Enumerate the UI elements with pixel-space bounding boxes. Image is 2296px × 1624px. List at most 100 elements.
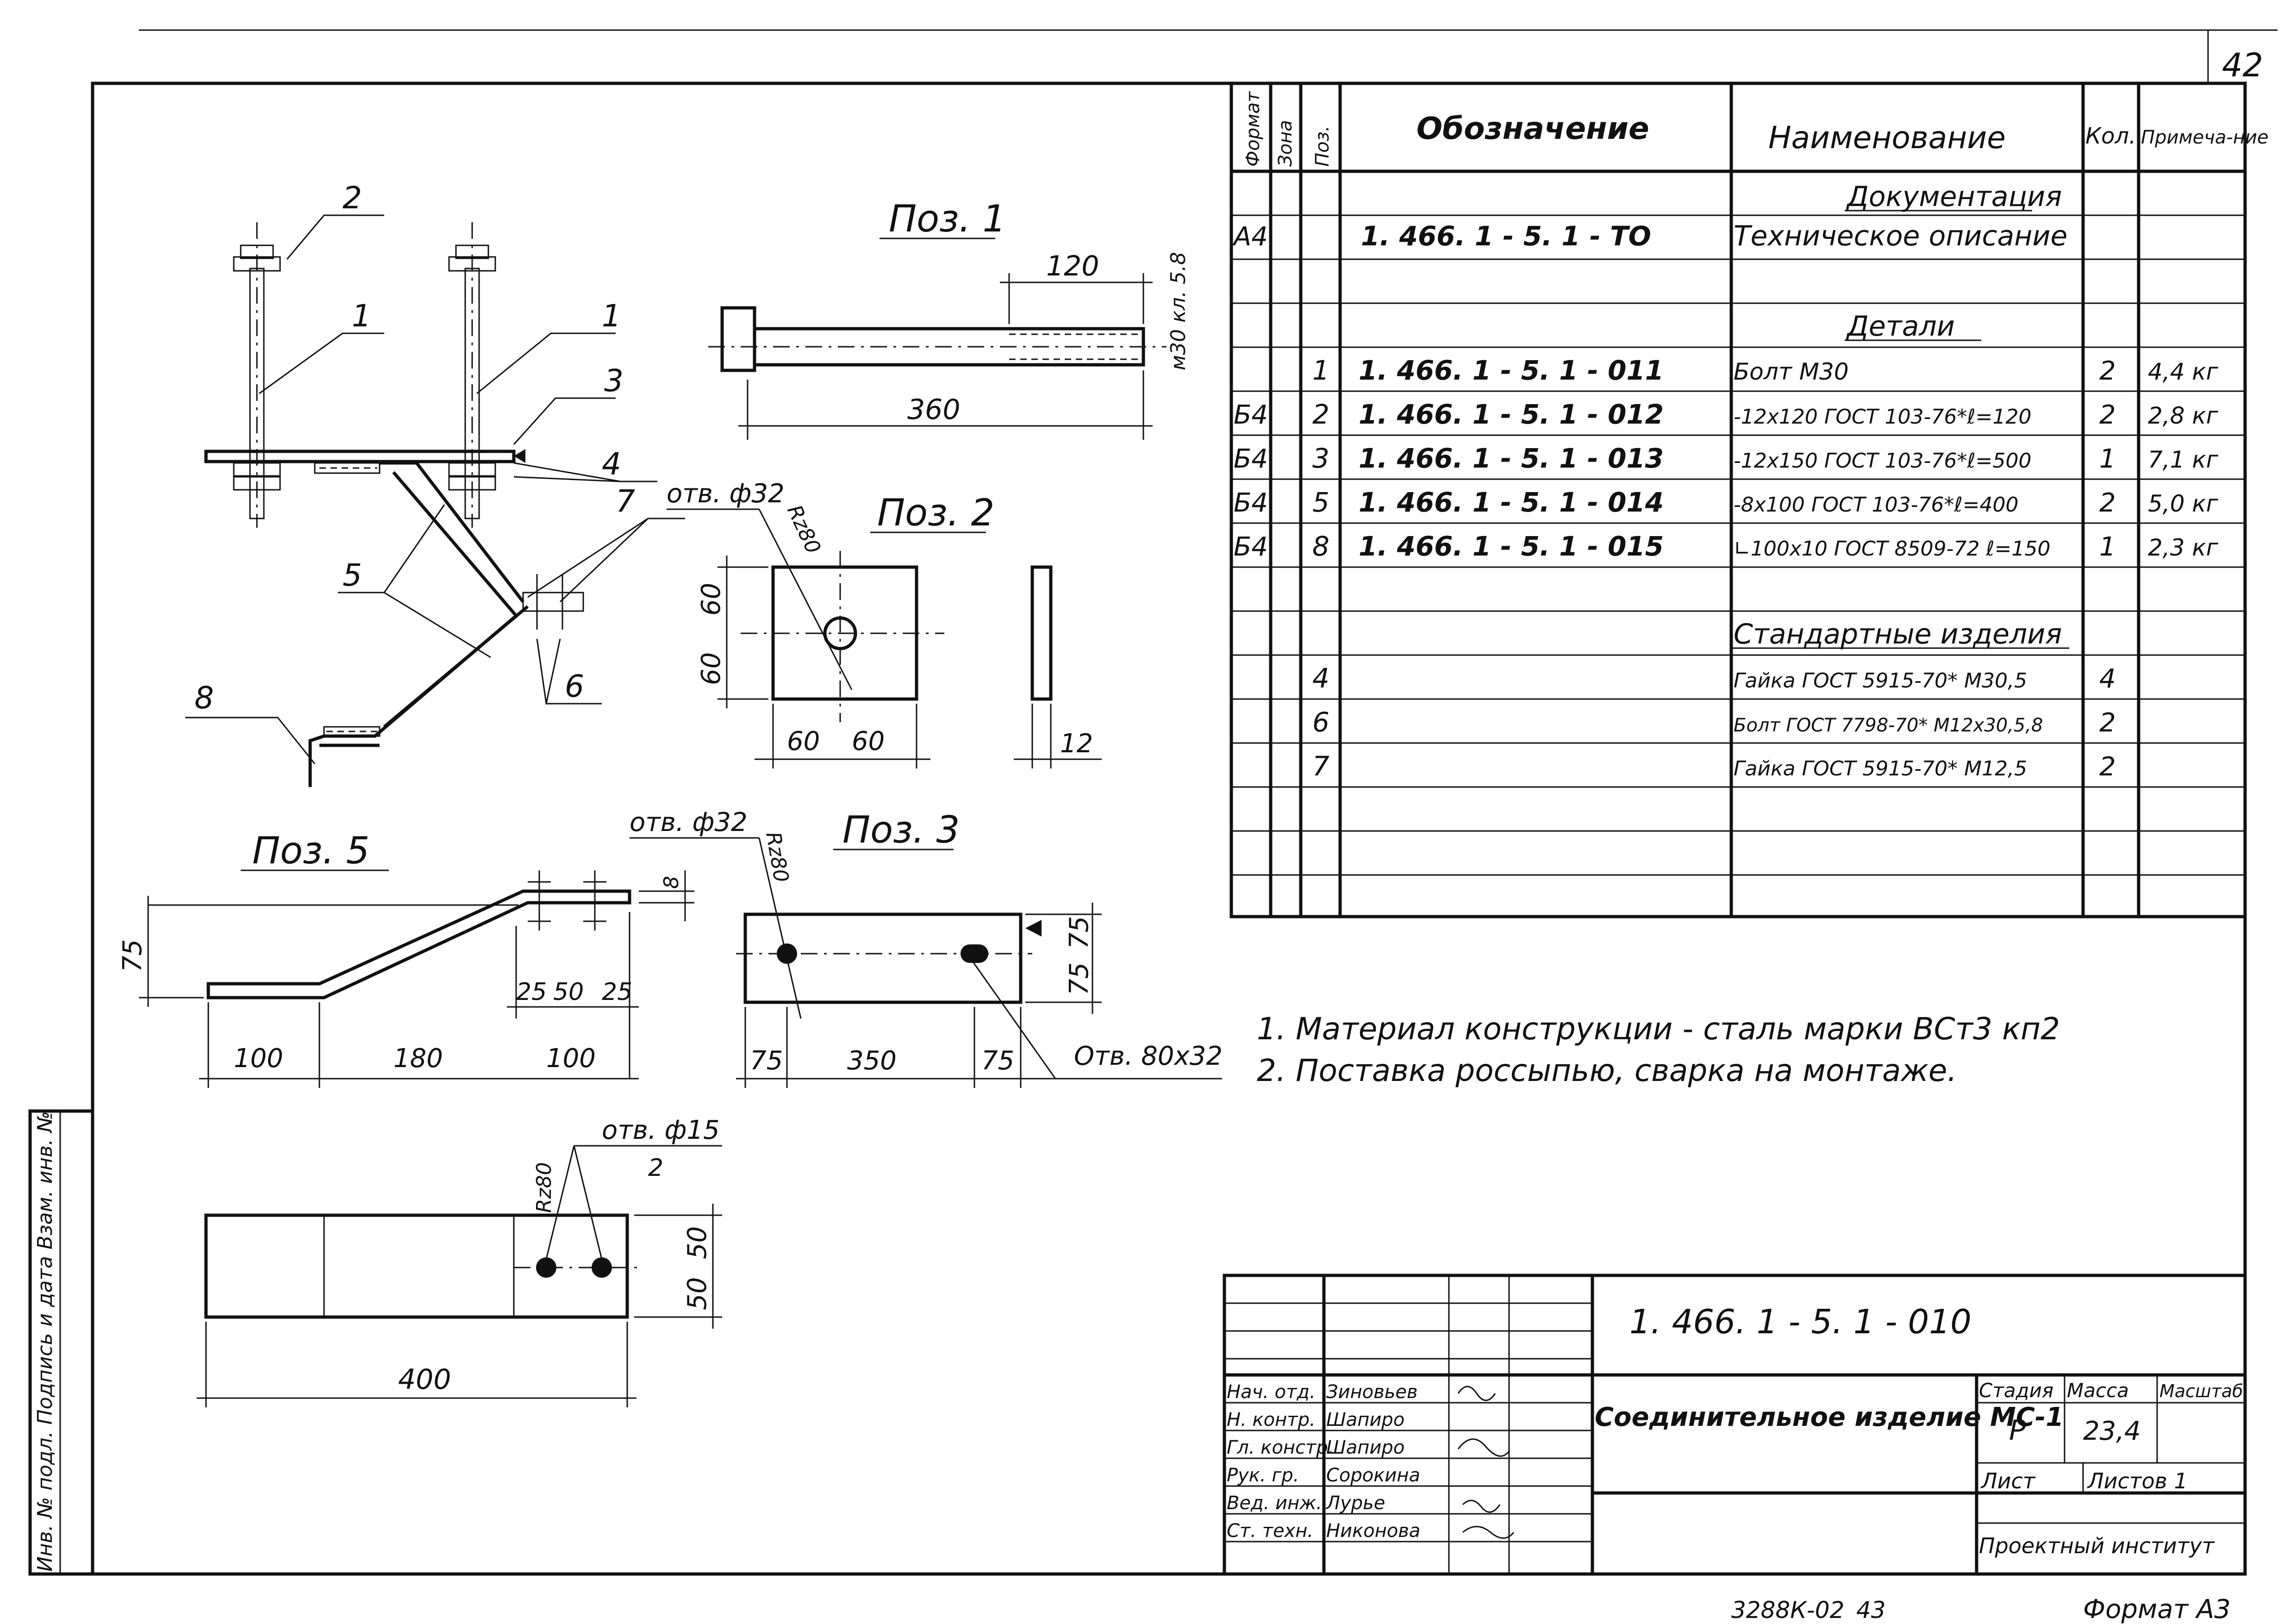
part-2-designation: 1. 466. 1 - 5. 1 - 012 [1359,399,1664,430]
role-5-name: Лурье [1325,1493,1385,1514]
bottom-copy-code: 3288К-02 [1731,1597,1844,1624]
sheet-number: 42 [2222,46,2263,84]
std-1-name: Гайка ГОСТ 5915-70* М30,5 [1734,669,2027,693]
doc-format: А4 [1232,222,1268,252]
callout-5: 5 [343,557,362,593]
part-4-note: 5,0 кг [2148,490,2219,517]
spec-row-lines [1231,214,2245,876]
poz3-title: Поз. 3 [842,808,960,851]
poz3-view: Поз. 3 отв. ф32 Rz80 75 75 75 350 75 Отв… [630,807,1223,1088]
tb-scale-label: Масштаб [2159,1381,2243,1401]
role-5: Вед. инж. [1227,1493,1322,1514]
bottom-copy-num: 43 [1856,1597,1886,1624]
bottom-format: Формат А3 [2083,1594,2231,1624]
part-5-note: 2,3 кг [2148,534,2219,561]
tb-mass-label: Масса [2067,1379,2129,1402]
hdr-name: Наименование [1768,120,2006,156]
tb-mass: 23,4 [2083,1416,2141,1446]
part-2-name: -12х120 ГОСТ 103-76*ℓ=120 [1734,405,2031,429]
poz1-dim-thread: 120 [1046,250,1099,282]
part-1-pos: 1 [1312,355,1329,386]
role-6-name: Никонова [1326,1520,1420,1542]
role-4: Рук. гр. [1227,1465,1299,1486]
doc-designation: 1. 466. 1 - 5. 1 - ТО [1361,220,1651,252]
poz5-dim-w2: 180 [393,1043,443,1074]
tb-code: 1. 466. 1 - 5. 1 - 010 [1629,1302,1972,1341]
part-3-name: -12х150 ГОСТ 103-76*ℓ=500 [1734,449,2031,473]
note-2: 2. Поставка россыпью, сварка на монтаже. [1257,1053,1957,1088]
role-1: Нач. отд. [1227,1381,1316,1403]
poz2-hole: отв. ф32 [667,479,785,509]
poz5-dim-t: 8 [660,876,683,889]
part-1-note: 4,4 кг [2148,358,2219,385]
callout-1-right: 1 [602,298,621,334]
poz3-slot: Отв. 80х32 [1074,1041,1223,1071]
part-5-pos: 8 [1312,531,1329,562]
poz3-dim-w2: 350 [847,1046,897,1076]
part-3-designation: 1. 466. 1 - 5. 1 - 013 [1359,443,1664,474]
part-2-pos: 2 [1312,399,1329,430]
std-2-name: Болт ГОСТ 7798-70* М12х30,5,8 [1734,715,2043,736]
poz3-rough: Rz80 [761,830,793,884]
poz5-dim-w1: 100 [234,1043,283,1074]
std-2-pos: 6 [1312,706,1329,738]
poz8-rough: Rz80 [532,1162,556,1213]
part-5-qty: 1 [2099,532,2116,562]
poz8-hole: отв. ф15 [602,1115,720,1145]
poz8-dim-h1: 50 [682,1226,712,1259]
hdr-pos: Поз. [1312,125,1333,167]
poz3-dim-h1: 75 [1064,916,1094,949]
part-3-pos: 3 [1312,443,1329,474]
poz8-dim-w: 400 [398,1363,451,1396]
poz2-dim-w1: 60 [787,726,820,756]
std-3-qty: 2 [2099,752,2116,782]
role-3-name: Шапиро [1326,1437,1404,1458]
poz5-dim-a: 25 [516,978,547,1006]
note-1: 1. Материал конструкции - сталь марки ВС… [1257,1011,2060,1047]
poz5-dim-w3: 100 [546,1043,596,1074]
poz2-dim-t: 12 [1060,729,1093,759]
title-block: 1. 466. 1 - 5. 1 - 010 Соединительное из… [1223,1274,2247,1576]
part-3-qty: 1 [2099,444,2116,474]
part-4-pos: 5 [1312,487,1329,518]
callout-1-left: 1 [352,298,371,334]
tb-sheets-label: Листов 1 [2087,1468,2188,1493]
tb-sheet-label: Лист [1980,1468,2036,1493]
role-3: Гл. констр. [1227,1437,1334,1458]
callout-6: 6 [565,668,584,704]
role-6: Ст. техн. [1227,1520,1313,1542]
section-docs: Документация [1846,181,2062,213]
callout-2: 2 [343,180,362,216]
part-4-format: Б4 [1234,488,1268,518]
role-2-name: Шапиро [1326,1409,1404,1430]
callout-4: 4 [602,446,621,482]
poz5-dim-rise: 75 [118,939,148,972]
part-2-qty: 2 [2099,400,2116,430]
hdr-designation: Обозначение [1416,111,1649,146]
poz3-dim-w3: 75 [981,1046,1014,1076]
hdr-zone: Зона [1275,120,1296,167]
part-5-designation: 1. 466. 1 - 5. 1 - 015 [1359,531,1664,562]
poz8-count: 2 [648,1154,663,1182]
role-1-name: Зиновьев [1326,1381,1418,1403]
poz8-view: отв. ф15 2 Rz80 50 50 400 [197,1115,722,1407]
poz1-dim-length: 360 [907,394,961,426]
spec-table: Формат Зона Поз. Обозначение Наименовани… [1229,81,2269,918]
hdr-qty: Кол. [2085,123,2136,149]
poz2-view: Поз. 2 отв. ф32 Rz80 60 60 60 60 12 [667,479,1102,768]
poz3-hole: отв. ф32 [630,807,748,837]
poz1-title: Поз. 1 [889,197,1006,240]
part-3-format: Б4 [1234,444,1268,474]
part-1-designation: 1. 466. 1 - 5. 1 - 011 [1359,355,1664,386]
part-2-note: 2,8 кг [2148,402,2219,429]
part-4-qty: 2 [2099,488,2116,518]
hdr-note: Примеча-ние [2141,127,2269,148]
part-5-format: Б4 [1234,532,1268,562]
signatures [1457,1386,1515,1539]
poz5-dim-b: 50 [553,978,584,1006]
section-parts: Детали [1846,310,1955,343]
poz2-title: Поз. 2 [877,491,994,534]
part-1-name: Болт М30 [1734,358,1849,385]
callout-3: 3 [604,363,624,399]
